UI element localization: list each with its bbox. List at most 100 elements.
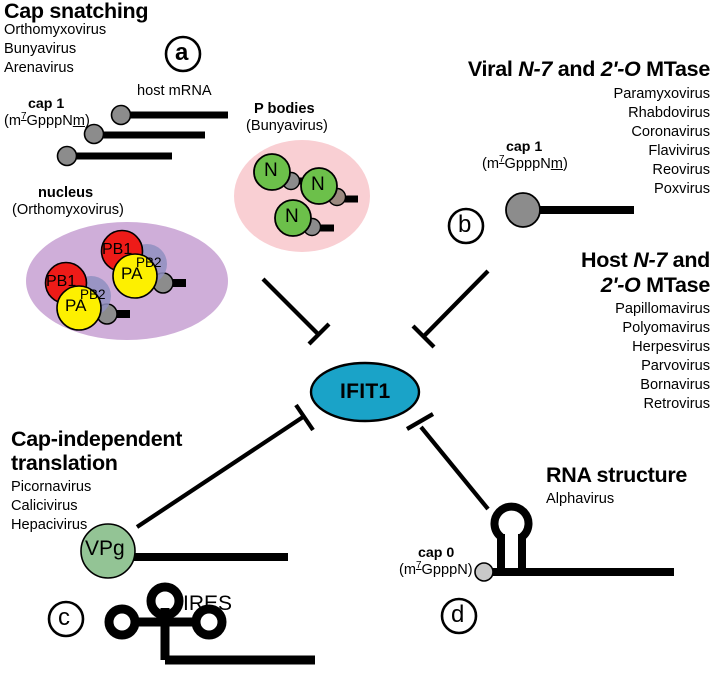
- panel-c-vpg: [80, 523, 288, 579]
- ifit1-node[interactable]: [309, 361, 421, 423]
- poly1-pb2-label: PB2: [136, 255, 162, 270]
- viral-n7: N-7: [518, 57, 553, 81]
- panel-a-virus-2: Arenavirus: [4, 59, 74, 76]
- host-plain: Host: [580, 248, 628, 272]
- inhibition-from-cap-independent: [135, 403, 315, 529]
- viral-and: and: [557, 57, 596, 81]
- inhib-a-line: [261, 277, 320, 336]
- cap-d-paren: ): [467, 562, 473, 578]
- host-mrna-label: host mRNA: [137, 83, 212, 99]
- panel-a-cap-formula: (m7GpppNm): [4, 112, 90, 130]
- n-protein-3-label: N: [285, 206, 299, 227]
- panel-b-host-heading-line1: Host N-7 and: [580, 248, 711, 272]
- n-protein-2: [300, 167, 358, 207]
- inhib-a-bar: [307, 322, 331, 346]
- cap-b-end-m: m: [550, 156, 563, 172]
- panel-a-virus-1: Bunyavirus: [4, 40, 77, 57]
- pbodies-label: P bodies: [254, 101, 315, 117]
- panel-a-virus-0: Orthomyxovirus: [4, 22, 107, 38]
- inhibition-from-rna-structure: [405, 412, 490, 511]
- panel-b-letter: b: [458, 211, 472, 238]
- ires-top-loop: [146, 582, 184, 620]
- panel-b-host-virus-5: Retrovirus: [643, 395, 711, 412]
- poly2-pa-circle: [56, 285, 102, 331]
- panel-b-viral-virus-5: Poxvirus: [654, 180, 710, 197]
- viral-mtase: MTase: [646, 57, 710, 81]
- panel-b-host-virus-2: Herpesvirus: [632, 338, 710, 355]
- host-mtase: MTase: [646, 273, 710, 297]
- panel-d-virus-list: Alphavirus: [546, 490, 614, 509]
- panel-c-virus-list: Picornavirus Calicivirus Hepacivirus: [11, 478, 91, 535]
- panel-b-viral-virus-2: Coronavirus: [631, 123, 710, 140]
- inhib-d-bar: [405, 412, 435, 431]
- panel-c-circle: [47, 600, 85, 638]
- cap-d-sup: 7: [416, 560, 422, 572]
- n2-circle: [300, 167, 338, 205]
- cap0-circle: [474, 562, 494, 582]
- cap-b-post: N: [540, 156, 551, 172]
- panel-d-letter: d: [451, 601, 465, 628]
- polymerase-complex-1: [100, 229, 186, 299]
- poly2-pb1-label: PB1: [46, 273, 77, 290]
- host-mrna-group: [56, 104, 228, 167]
- inhib-b-bar: [411, 324, 436, 349]
- ifit1-ellipse[interactable]: [309, 361, 421, 423]
- panel-d-virus-0: Alphavirus: [546, 491, 615, 507]
- cap-a-post: N: [62, 113, 73, 129]
- host-and: and: [672, 248, 711, 272]
- cap-b-sup: 7: [499, 154, 505, 166]
- panel-d-heading: RNA structure: [546, 463, 688, 487]
- inhib-c-line: [135, 415, 305, 529]
- ifit1-label: IFIT1: [340, 380, 391, 403]
- cap-b-pre: (m: [482, 156, 500, 172]
- vpg-label: VPg: [85, 537, 125, 560]
- panel-b-host-heading-line2: 2'-O MTase: [600, 273, 711, 297]
- cap-circle-1: [110, 104, 132, 126]
- panel-c-virus-0: Picornavirus: [11, 479, 92, 495]
- poly1-pb1-label: PB1: [102, 241, 133, 258]
- panel-b-viral-virus-4: Reovirus: [652, 161, 710, 178]
- panel-c-heading-line1: Cap-independent: [11, 427, 183, 451]
- cap1-circle-b: [505, 192, 541, 228]
- panel-d-circle: [440, 597, 478, 635]
- panel-b-cap-label: cap 1: [506, 139, 543, 155]
- panel-c-heading-line2: translation: [11, 451, 118, 475]
- vpg-circle: [80, 523, 136, 579]
- panel-a-heading: Cap snatching: [4, 0, 149, 23]
- n-protein-3: [274, 199, 334, 237]
- cap-circle-3: [56, 145, 78, 167]
- panel-b-viral-virus-list: Paramyxovirus Rhabdovirus Coronavirus Fl…: [613, 85, 710, 199]
- pbodies-sublabel: (Bunyavirus): [246, 118, 328, 134]
- cap-a-pre: (m: [4, 113, 22, 129]
- panel-c-letter: c: [58, 604, 70, 631]
- panel-b-host-virus-list: Papillomavirus Polyomavirus Herpesvirus …: [615, 300, 710, 414]
- inhibition-lines: [135, 269, 490, 529]
- n-protein-2-label: N: [311, 174, 325, 195]
- nucleus-label: nucleus: [38, 185, 94, 201]
- cap-a-mid: Gppp: [26, 113, 63, 129]
- cap-d-post: N: [457, 562, 468, 578]
- panel-b-mrna: [505, 192, 634, 228]
- host-2o: 2'-O: [600, 273, 641, 297]
- cap-b-paren: ): [562, 156, 568, 172]
- panel-d-rna-structure: [474, 502, 674, 582]
- panel-c-virus-1: Calicivirus: [11, 497, 78, 514]
- poly2-pb2-label: PB2: [80, 287, 106, 302]
- cap-d-pre: (m: [399, 562, 417, 578]
- poly1-pa-label: PA: [121, 264, 143, 283]
- cap-b-mid: Gppp: [504, 156, 541, 172]
- inhibition-from-mtase: [411, 269, 490, 349]
- panel-b-host-virus-0: Papillomavirus: [615, 301, 710, 317]
- panel-letter-circles: [47, 35, 485, 638]
- panel-b-cap-formula: (m7GpppNm): [482, 154, 568, 173]
- viral-plain: Viral: [467, 57, 513, 81]
- ires-structure: [104, 582, 315, 665]
- inhib-b-line: [422, 269, 490, 338]
- polymerase-complex-2: [44, 261, 130, 331]
- panel-b-viral-virus-3: Flavivirus: [648, 142, 710, 159]
- panel-a-cap-label: cap 1: [28, 96, 65, 112]
- cap-a-paren: ): [84, 113, 90, 129]
- cap-d-mid: Gppp: [421, 562, 458, 578]
- panel-b-viral-heading: Viral N-7 and 2'-O MTase: [467, 57, 710, 81]
